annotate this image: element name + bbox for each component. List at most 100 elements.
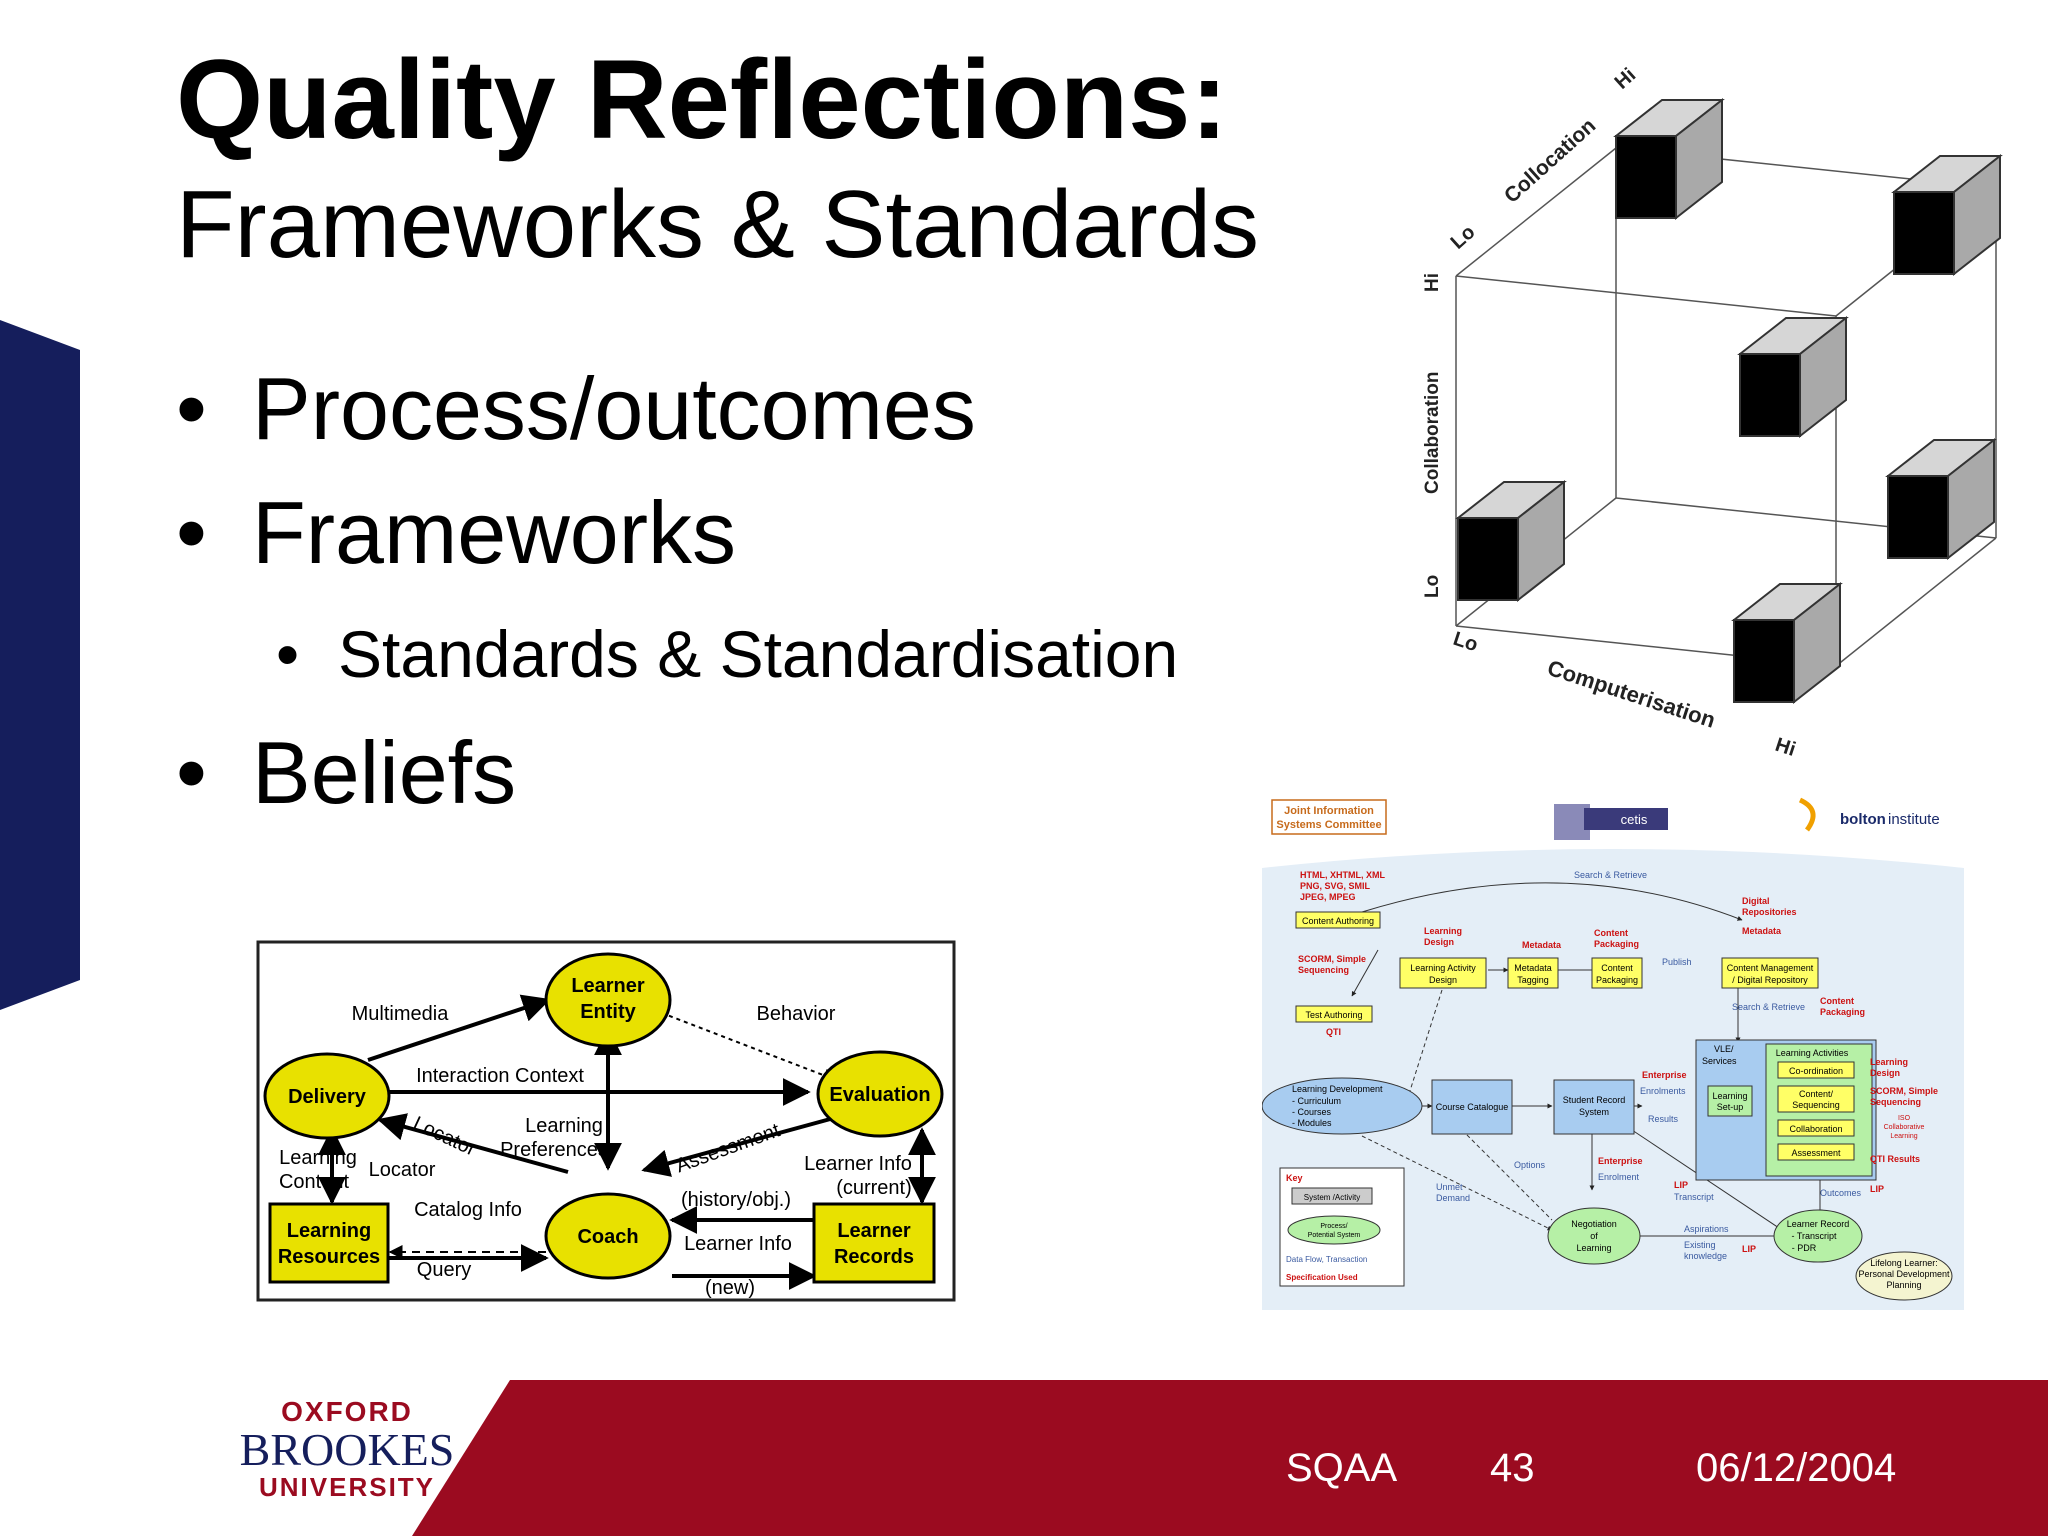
bolton-logo-rest: institute <box>1888 811 1940 828</box>
enterprise-label-1: Enterprise <box>1642 1070 1687 1080</box>
learning-content-label: Content <box>279 1171 349 1193</box>
digital-repositories-label: Repositories <box>1742 907 1797 917</box>
computerisation-hi-label: Hi <box>1772 734 1798 761</box>
assessment-box <box>1777 1143 1855 1161</box>
jisc-logo-text: Systems Committee <box>1276 819 1381 831</box>
sub-bullet-marker: • <box>276 617 300 691</box>
footer-date: 06/12/2004 <box>1696 1446 1897 1490</box>
interaction-context-label: Interaction Context <box>416 1065 584 1087</box>
existing-knowledge-label: knowledge <box>1684 1251 1727 1261</box>
collaboration-box <box>1777 1119 1855 1137</box>
learner-records-box <box>812 1202 936 1284</box>
existing-knowledge-label: Existing <box>1684 1240 1716 1250</box>
negotiation-node <box>1547 1207 1641 1265</box>
content-sequencing-box <box>1777 1085 1855 1113</box>
metadata-tagging-label: Metadata <box>1514 963 1552 973</box>
catalog-info-label: Catalog Info <box>414 1199 522 1221</box>
search-retrieve-top-label: Search & Retrieve <box>1574 870 1647 880</box>
publish-label: Publish <box>1662 957 1692 967</box>
collaboration-cube-diagram: Lo Collocation Hi Hi Collaboration Lo Lo… <box>1422 64 2001 761</box>
learning-resources-label: Resources <box>278 1246 380 1268</box>
lifelong-learner-label: Planning <box>1886 1280 1921 1290</box>
learning-design-right-label: Design <box>1870 1068 1900 1078</box>
learning-activities-label: Learning Activities <box>1776 1048 1849 1058</box>
key-system-swatch <box>1291 1187 1373 1205</box>
bolton-logo-bold: bolton <box>1840 811 1886 828</box>
enrolment-label: Enrolment <box>1598 1172 1640 1182</box>
learner-info-new-label: Learner Info <box>684 1233 792 1255</box>
bullet-text: Process/outcomes <box>252 359 976 458</box>
oxford-brookes-logo: OXFORD BROOKES UNIVERSITY <box>232 1396 462 1503</box>
negotiation-label: Learning <box>1576 1243 1611 1253</box>
metadata-mid-label: Metadata <box>1522 940 1562 950</box>
learning-setup-label: Learning <box>1712 1091 1747 1101</box>
key-specification-label: Specification Used <box>1286 1273 1358 1282</box>
learner-info-current-label: Learner Info <box>804 1153 912 1175</box>
footer-page-number: 43 <box>1490 1446 1535 1490</box>
learner-record-label: - Transcript <box>1791 1231 1837 1241</box>
collaboration-lo-label: Lo <box>1422 575 1443 598</box>
evaluation-node <box>816 1050 944 1138</box>
learner-record-label: - PDR <box>1792 1243 1817 1253</box>
key-process-swatch <box>1287 1215 1381 1245</box>
results-label: Results <box>1648 1114 1679 1124</box>
bullet-marker: • <box>176 483 207 582</box>
content-packaging-top-label: Packaging <box>1594 939 1639 949</box>
learning-setup-box <box>1707 1085 1753 1117</box>
coordination-box <box>1777 1061 1855 1079</box>
multimedia-label: Multimedia <box>352 1003 450 1025</box>
cube-block <box>1457 481 1565 601</box>
query-label: Query <box>417 1259 471 1281</box>
content-authoring-box <box>1295 911 1381 929</box>
student-record-box <box>1553 1079 1635 1135</box>
iso-label: ISO <box>1898 1115 1911 1122</box>
vle-services-label: VLE/ <box>1714 1044 1734 1054</box>
learning-development-node <box>1262 1077 1423 1135</box>
collocation-hi-label: Hi <box>1611 64 1641 94</box>
enrolments-label: Enrolments <box>1640 1086 1686 1096</box>
learner-entity-node <box>544 952 672 1048</box>
sub-bullet-text: Standards & Standardisation <box>338 617 1179 691</box>
slide-subtitle: Frameworks & Standards <box>176 171 1260 278</box>
collocation-lo-label: Lo <box>1447 221 1480 254</box>
content-sequencing-label: Sequencing <box>1792 1100 1840 1110</box>
learner-record-label: Learner Record <box>1787 1219 1850 1229</box>
learner-records-label: Learner <box>837 1220 911 1242</box>
learning-activity-design-label: Learning Activity <box>1410 963 1476 973</box>
cetis-logo: cetis <box>1554 804 1668 840</box>
test-authoring-box <box>1295 1005 1373 1023</box>
student-record-label: System <box>1579 1107 1609 1117</box>
locator-label: Locator <box>369 1159 436 1181</box>
qti-left-label: QTI <box>1326 1027 1341 1037</box>
learning-development-label: - Modules <box>1292 1118 1332 1128</box>
scorm-right-label: Sequencing <box>1870 1097 1921 1107</box>
bullet-text: Beliefs <box>252 723 517 822</box>
learner-entity-label: Learner <box>571 975 645 997</box>
cube-block <box>1739 317 1847 437</box>
test-authoring-label: Test Authoring <box>1305 1010 1362 1020</box>
key-system-label: System /Activity <box>1304 1193 1360 1202</box>
formats-label: HTML, XHTML, XML <box>1300 870 1385 880</box>
behavior-label: Behavior <box>757 1003 836 1025</box>
formats-label: JPEG, MPEG <box>1300 892 1356 902</box>
learning-design-top-label: Design <box>1424 937 1454 947</box>
coordination-label: Co-ordination <box>1789 1066 1843 1076</box>
cetis-logo-text: cetis <box>1621 812 1648 827</box>
lip-label-2: LIP <box>1870 1184 1884 1194</box>
metadata-top-label: Metadata <box>1742 926 1782 936</box>
negotiation-label: of <box>1590 1231 1598 1241</box>
bullet-marker: • <box>176 359 207 458</box>
iso-label: Collaborative <box>1884 1124 1925 1131</box>
evaluation-label: Evaluation <box>829 1084 930 1106</box>
qti-results-label: QTI Results <box>1870 1154 1920 1164</box>
learning-content-label: Learning <box>279 1147 357 1169</box>
learning-design-top-label: Learning <box>1424 926 1462 936</box>
logo-line-brookes: BROOKES <box>239 1424 455 1475</box>
learning-resources-label: Learning <box>287 1220 371 1242</box>
content-management-label: Content Management <box>1727 963 1814 973</box>
learner-records-label: Records <box>834 1246 914 1268</box>
cube-block <box>1887 439 1995 559</box>
left-accent-bar <box>0 320 80 1010</box>
learning-preferences-label: Learning <box>525 1115 603 1137</box>
jisc-logo <box>1271 799 1387 835</box>
